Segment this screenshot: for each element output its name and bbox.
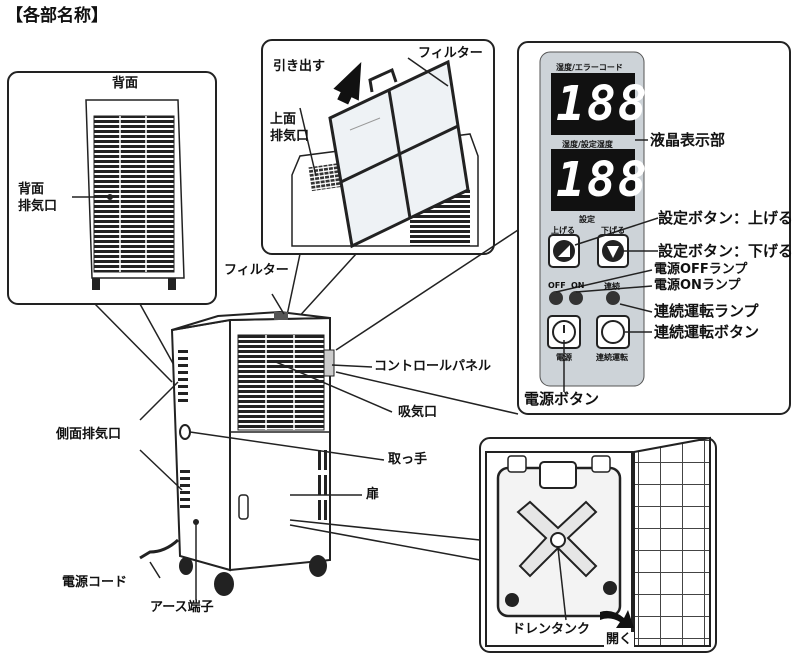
open-callout: 開く [604, 632, 635, 647]
control-panel-box [517, 41, 791, 415]
intake-callout: 吸気口 [398, 405, 438, 420]
top-exhaust-label: 上面 排気口 [270, 112, 310, 144]
back-exhaust-label: 背面 排気口 [18, 182, 58, 214]
continuous-small-label: 連続 [604, 282, 620, 291]
power-small-label: 電源 [556, 353, 572, 362]
back-view-title: 背面 [112, 76, 139, 91]
lcd-callout: 液晶表示部 [650, 131, 726, 149]
power-on-lamp-callout: 電源ONランプ [654, 278, 741, 293]
filter-view-filter-label: フィルター [418, 46, 483, 61]
display-top-value: 188 [556, 76, 649, 132]
control-panel-callout: コントロールパネル [374, 359, 492, 374]
side-exhaust-callout: 側面排気口 [56, 427, 122, 442]
page-title: 【各部名称】 [6, 6, 108, 26]
off-label: OFF [548, 281, 566, 290]
back-view-panel [7, 71, 217, 305]
up-label: 上げる [551, 226, 575, 235]
handle-callout: 取っ手 [388, 452, 428, 467]
down-label: 下げる [601, 226, 625, 235]
display-top-label: 湿度/エラーコード [556, 63, 623, 72]
power-cord-callout: 電源コード [62, 575, 128, 590]
power-off-lamp-callout: 電源OFFランプ [654, 262, 748, 277]
door-callout: 扉 [366, 487, 380, 502]
continuous-button-callout: 連続運転ボタン [654, 323, 760, 341]
power-button-callout: 電源ボタン [524, 390, 600, 408]
display-bottom-value: 188 [556, 152, 649, 208]
continuous-lamp-callout: 連続運転ランプ [654, 302, 759, 320]
continuous-run-small-label: 連続運転 [596, 353, 628, 362]
set-down-callout: 設定ボタン：下げる [658, 242, 794, 260]
set-up-callout: 設定ボタン：上げる [658, 209, 794, 227]
setting-label: 設定 [579, 215, 595, 224]
ground-terminal-callout: アース端子 [150, 600, 214, 615]
main-unit [139, 310, 335, 596]
on-label: ON [571, 281, 585, 290]
drain-tank-callout: ドレンタンク [510, 622, 593, 637]
tank-view-panel [479, 436, 717, 653]
pull-out-label: 引き出す [273, 59, 326, 74]
filter-view-panel [261, 39, 495, 255]
filter-callout: フィルター [224, 263, 289, 278]
display-bottom-label: 湿度/設定湿度 [562, 140, 613, 149]
